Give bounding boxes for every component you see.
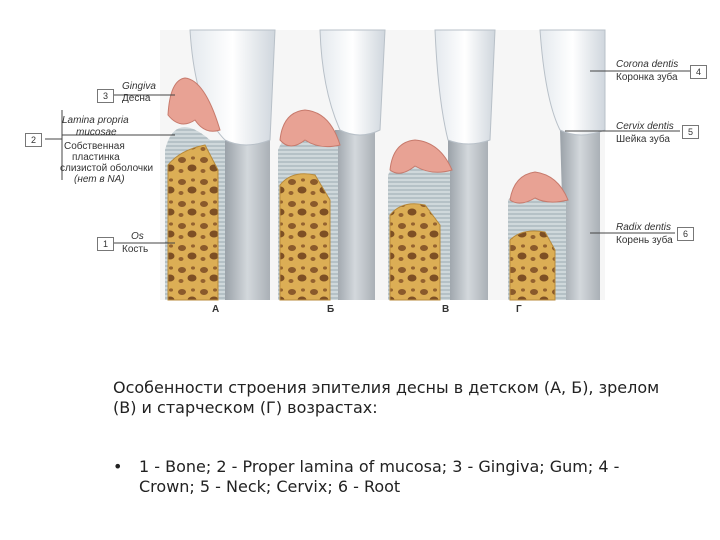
lamina-latin-label-1: Lamina propria — [62, 115, 129, 126]
lamina-russian-label-2: пластинка — [72, 152, 120, 163]
label-number-4: 4 — [690, 65, 707, 79]
cervix-latin-label: Cervix dentis — [616, 121, 674, 132]
corona-latin-label: Corona dentis — [616, 59, 678, 70]
lamina-latin-label-2: mucosae — [76, 127, 117, 138]
os-russian-label: Кость — [122, 244, 148, 255]
lamina-russian-label-4: (нет в NA) — [74, 174, 125, 185]
label-number-6: 6 — [677, 227, 694, 241]
radix-russian-label: Корень зуба — [616, 235, 673, 246]
panel-letter-b: Б — [327, 304, 334, 315]
bullet-dot: • — [113, 457, 122, 477]
gum-anatomy-figure: 3 Gingiva Десна Lamina propria mucosae 2… — [0, 0, 720, 330]
figure-caption: Особенности строения эпителия десны в де… — [113, 378, 673, 418]
panel-letter-a: А — [212, 304, 219, 315]
gingiva-russian-label: Десна — [122, 93, 150, 104]
radix-latin-label: Radix dentis — [616, 222, 671, 233]
lamina-russian-label-3: слизистой оболочки — [60, 163, 153, 174]
os-latin-label: Os — [131, 231, 144, 242]
cervix-russian-label: Шейка зуба — [616, 134, 670, 145]
label-number-2: 2 — [25, 133, 42, 147]
label-number-3: 3 — [97, 89, 114, 103]
label-number-1: 1 — [97, 237, 114, 251]
gingiva-latin-label: Gingiva — [122, 81, 156, 92]
corona-russian-label: Коронка зуба — [616, 72, 678, 83]
panel-letter-c: В — [442, 304, 449, 315]
legend-text: 1 - Bone; 2 - Proper lamina of mucosa; 3… — [139, 457, 669, 497]
panel-letter-d: Г — [516, 304, 522, 315]
lamina-russian-label-1: Собственная — [64, 141, 125, 152]
label-number-5: 5 — [682, 125, 699, 139]
